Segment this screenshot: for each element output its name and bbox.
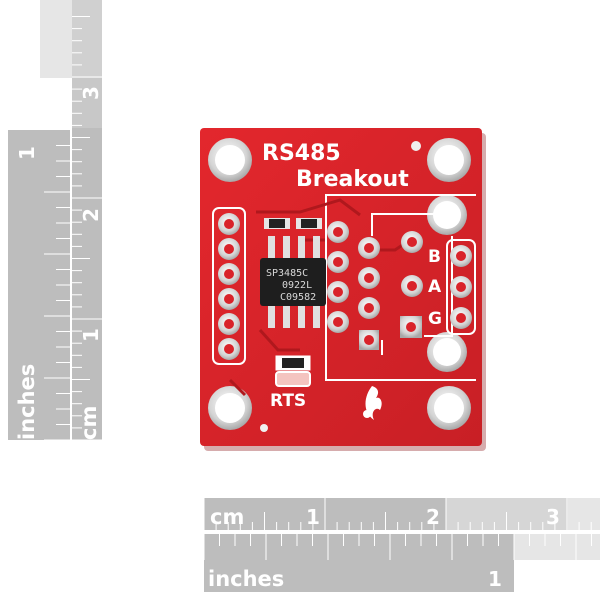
via-hole: [364, 335, 374, 345]
pin-hole: [224, 319, 234, 329]
ruler-cm-number: 3: [546, 505, 560, 529]
via-hole: [407, 237, 417, 247]
ruler-cm-number: 2: [426, 505, 440, 529]
via-hole: [364, 243, 374, 253]
ruler-inches-label: inches: [208, 567, 284, 591]
pin-hole: [224, 344, 234, 354]
ic-pin: [268, 306, 275, 328]
via-hole: [333, 287, 343, 297]
ruler-cm-number: 1: [306, 505, 320, 529]
ic-pin: [268, 236, 275, 258]
pin-label-g: G: [428, 309, 442, 329]
vertical-ruler: inches cm 1 1 2 3: [8, 0, 103, 441]
ruler-inch-number: 1: [488, 567, 502, 591]
via-hole: [406, 322, 416, 332]
via-hole: [407, 281, 417, 291]
via-hole: [333, 257, 343, 267]
rts-led: [275, 355, 311, 387]
pin-hole: [456, 251, 466, 261]
led-label: RTS: [270, 391, 306, 411]
ic-pin: [283, 236, 290, 258]
ic-pin: [298, 306, 305, 328]
pin-label-b: B: [428, 247, 441, 267]
via-holes: [327, 221, 423, 350]
ic-chip: SP3485C 0922L C09582: [260, 236, 326, 328]
ic-pin: [313, 236, 320, 258]
ruler-inch-number: 1: [15, 146, 39, 160]
pin-hole: [456, 282, 466, 292]
ruler-cm-label: cm: [77, 406, 101, 440]
mounting-holes: [208, 138, 471, 430]
pcb-board: SP3485C 0922L C09582 RS485 Breakout B A …: [200, 128, 486, 451]
smd-resistors: [264, 218, 322, 229]
horizontal-ruler: cm 1 2 3 inches 1: [203, 498, 600, 592]
via-hole: [364, 303, 374, 313]
ic-pin: [283, 306, 290, 328]
ruler-cm-label: cm: [210, 505, 244, 529]
pin-hole: [224, 219, 234, 229]
ruler-cm-number: 2: [79, 208, 103, 222]
pin-hole: [456, 313, 466, 323]
ic-pin: [313, 306, 320, 328]
header-outline: [212, 207, 246, 365]
board-subtitle: Breakout: [296, 167, 409, 192]
pin-hole: [224, 294, 234, 304]
copper-traces: [228, 198, 411, 397]
chip-marking-line3: C09582: [280, 292, 316, 303]
small-via: [411, 141, 421, 151]
board-title: RS485: [262, 141, 341, 166]
ic-package: [260, 258, 326, 306]
pin-hole: [224, 269, 234, 279]
flame-icon: [363, 386, 382, 420]
ic-pin: [298, 236, 305, 258]
right-header: [446, 239, 476, 335]
ruler-cm-number: 1: [79, 328, 103, 342]
left-header: [212, 207, 246, 365]
small-via: [260, 424, 268, 432]
chip-marking-line2: 0922L: [282, 280, 312, 291]
via-hole: [333, 317, 343, 327]
via-hole: [364, 273, 374, 283]
pin-label-a: A: [428, 277, 442, 297]
via-hole: [333, 227, 343, 237]
pin-hole: [224, 244, 234, 254]
ruler-inches-label: inches: [15, 364, 39, 440]
chip-marking-line1: SP3485C: [266, 268, 308, 279]
ruler-cm-number: 3: [79, 86, 103, 100]
